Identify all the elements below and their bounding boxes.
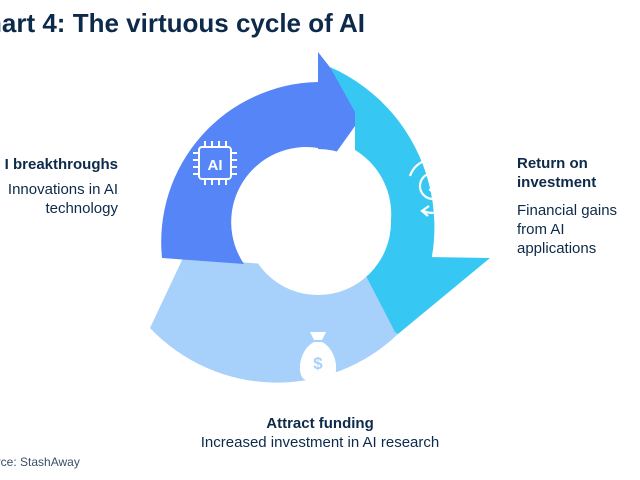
label-return-heading-line-2: investment [517, 174, 597, 191]
money-bag-icon [299, 332, 337, 380]
label-return-line-1: Financial gains [517, 202, 618, 219]
label-return-line-3: applications [517, 240, 597, 257]
cycle-arrowhead-return-on-investment [364, 256, 490, 334]
label-attract-funding-description: Increased investment in AI research [200, 434, 440, 451]
dollar-cycle-symbol: $ [429, 179, 438, 196]
label-attract-funding-heading: Attract funding [266, 415, 374, 432]
label-ai-breakthroughs: I breakthroughs Innovations in AI techno… [5, 155, 118, 218]
dollar-cycle-icon [408, 155, 458, 217]
page-title: hart 4: The virtuous cycle of AI [0, 8, 365, 39]
label-return-on-investment: Return on investment Financial gains fro… [517, 154, 637, 258]
title-prefix: hart 4: [0, 8, 66, 38]
source-note: urce: StashAway [0, 455, 80, 469]
label-return-line-2: from AI [517, 221, 565, 238]
money-bag-symbol: $ [313, 354, 323, 373]
label-return-heading: Return on investment [517, 154, 637, 192]
title-text: The virtuous cycle of AI [72, 8, 366, 38]
label-attract-funding: Attract funding Increased investment in … [180, 414, 460, 452]
label-ai-breakthroughs-line-2: technology [45, 200, 118, 217]
label-return-heading-line-1: Return on [517, 155, 588, 172]
cycle-center [245, 149, 391, 295]
label-ai-breakthroughs-heading: I breakthroughs [4, 156, 118, 173]
label-ai-breakthroughs-description: Innovations in AI technology [5, 180, 118, 218]
cycle-arrowhead-ai-breakthroughs [318, 52, 365, 178]
ai-chip-label: AI [208, 157, 223, 174]
label-ai-breakthroughs-line-1: Innovations in AI [7, 181, 118, 198]
ai-chip-icon [193, 141, 237, 185]
cycle-segment-ai-breakthroughs [161, 82, 318, 264]
label-return-description: Financial gains from AI applications [517, 201, 637, 258]
